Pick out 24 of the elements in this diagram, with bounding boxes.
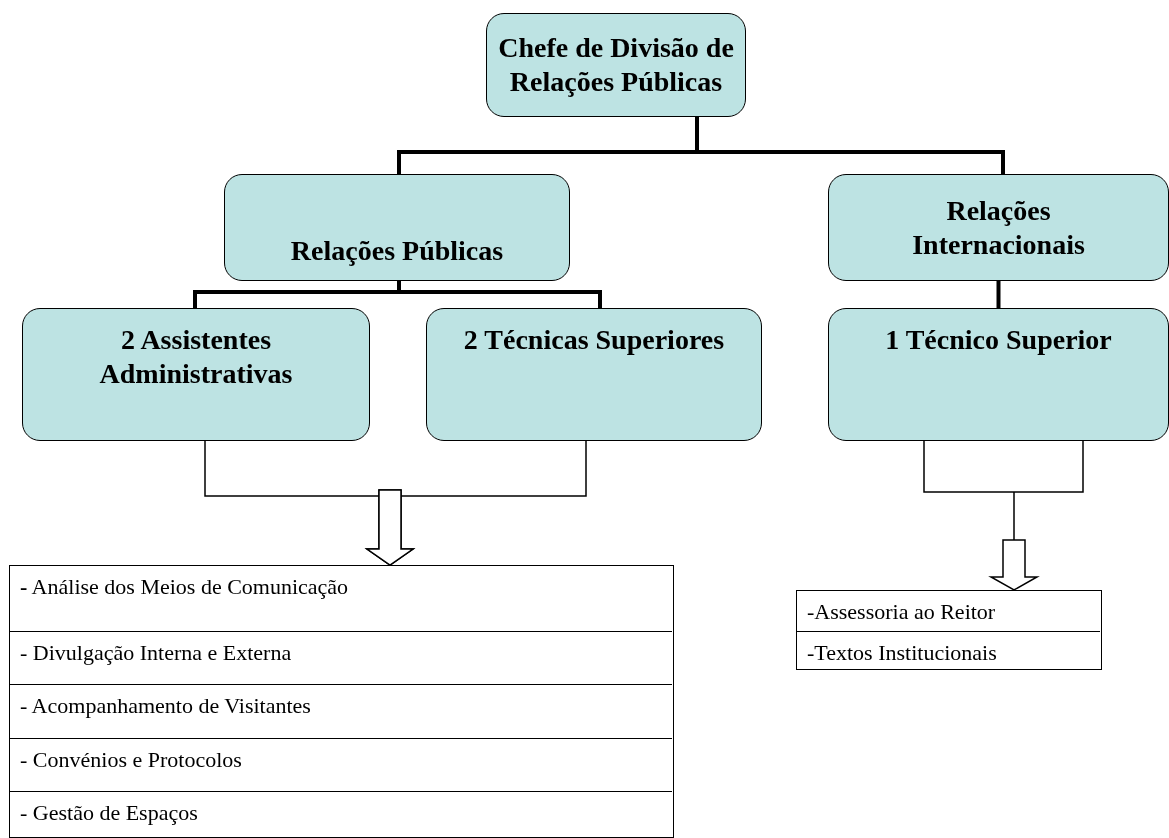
list-table: [796, 590, 1102, 670]
connector-line: [996, 281, 1001, 308]
box-label: 2 Técnicas Superiores: [463, 323, 725, 357]
list-item-text: - Acompanhamento de Visitantes: [20, 693, 311, 719]
list-item-text: - Gestão de Espaços: [20, 800, 198, 826]
list-item-text: - Análise dos Meios de Comunicação: [20, 574, 349, 600]
box-label: Chefe de Divisão de Relações Públicas: [497, 31, 735, 99]
list-item-text: - Divulgação Interna e Externa: [20, 640, 292, 666]
bracket-arrow: [923, 440, 1084, 591]
box-label: Relações Públicas: [290, 234, 504, 268]
org-box: [828, 308, 1169, 441]
list-item-text: -Textos Institucionais: [807, 640, 997, 666]
list-table: [9, 565, 674, 838]
org-box: [22, 308, 370, 441]
box-label: 1 Técnico Superior: [885, 323, 1112, 357]
connector-line: [695, 117, 1005, 174]
list-item-text: - Convénios e Protocolos: [20, 747, 242, 773]
box-label: 2 Assistentes Administrativas: [98, 323, 294, 391]
org-box: [426, 308, 762, 441]
org-box: [828, 174, 1169, 281]
box-label: Relações Internacionais: [911, 193, 1086, 262]
org-box: [486, 13, 746, 117]
org-box: [224, 174, 570, 281]
list-item-text: -Assessoria ao Reitor: [807, 599, 996, 625]
